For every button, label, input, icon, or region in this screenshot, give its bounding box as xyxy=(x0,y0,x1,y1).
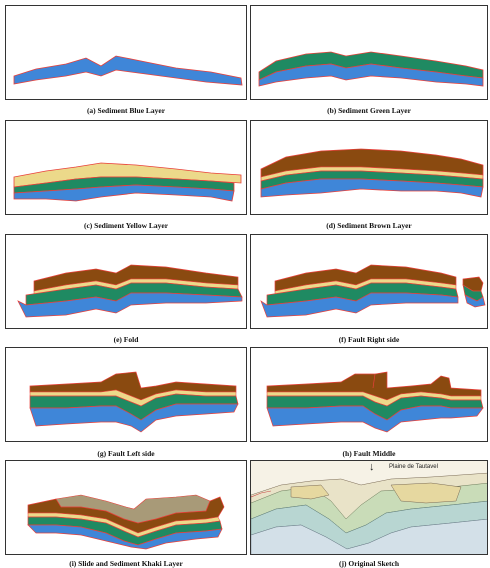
caption-h: (h) Fault Middle xyxy=(342,449,396,458)
caption-j: (j) Original Sketch xyxy=(339,559,399,568)
fold-figure xyxy=(17,264,243,318)
fault-middle-figure xyxy=(266,371,484,433)
caption-a: (a) Sediment Blue Layer xyxy=(86,106,166,115)
panel-c xyxy=(5,120,247,215)
panel-a xyxy=(5,5,247,100)
green-layer-figure xyxy=(258,51,484,87)
caption-i: (i) Slide and Sediment Khaki Layer xyxy=(69,559,183,568)
panel-e xyxy=(5,234,247,329)
caption-c: (c) Sediment Yellow Layer xyxy=(83,221,169,230)
panel-g xyxy=(5,347,247,442)
panel-b xyxy=(250,5,488,100)
panel-j: ↓ Plaine de Tautavel xyxy=(250,460,488,555)
yellow-layer-figure xyxy=(13,162,242,202)
sketch-title: Plaine de Tautavel xyxy=(389,464,438,470)
caption-g: (g) Fault Left side xyxy=(97,449,155,458)
caption-d: (d) Sediment Brown Layer xyxy=(326,221,412,230)
panel-f xyxy=(250,234,488,329)
slide-khaki-figure xyxy=(27,494,225,550)
panel-i xyxy=(5,460,247,555)
sketch-arrow: ↓ xyxy=(369,461,375,473)
brown-layer-figure xyxy=(260,148,484,198)
fault-right-figure xyxy=(260,264,486,318)
caption-f: (f) Fault Right side xyxy=(338,335,400,344)
fault-left-figure xyxy=(29,371,239,433)
panel-d xyxy=(250,120,488,215)
caption-e: (e) Fold xyxy=(113,335,139,344)
blue-layer-figure xyxy=(13,55,243,86)
caption-b: (b) Sediment Green Layer xyxy=(327,106,411,115)
original-sketch-figure xyxy=(251,472,487,554)
panel-h xyxy=(250,347,488,442)
